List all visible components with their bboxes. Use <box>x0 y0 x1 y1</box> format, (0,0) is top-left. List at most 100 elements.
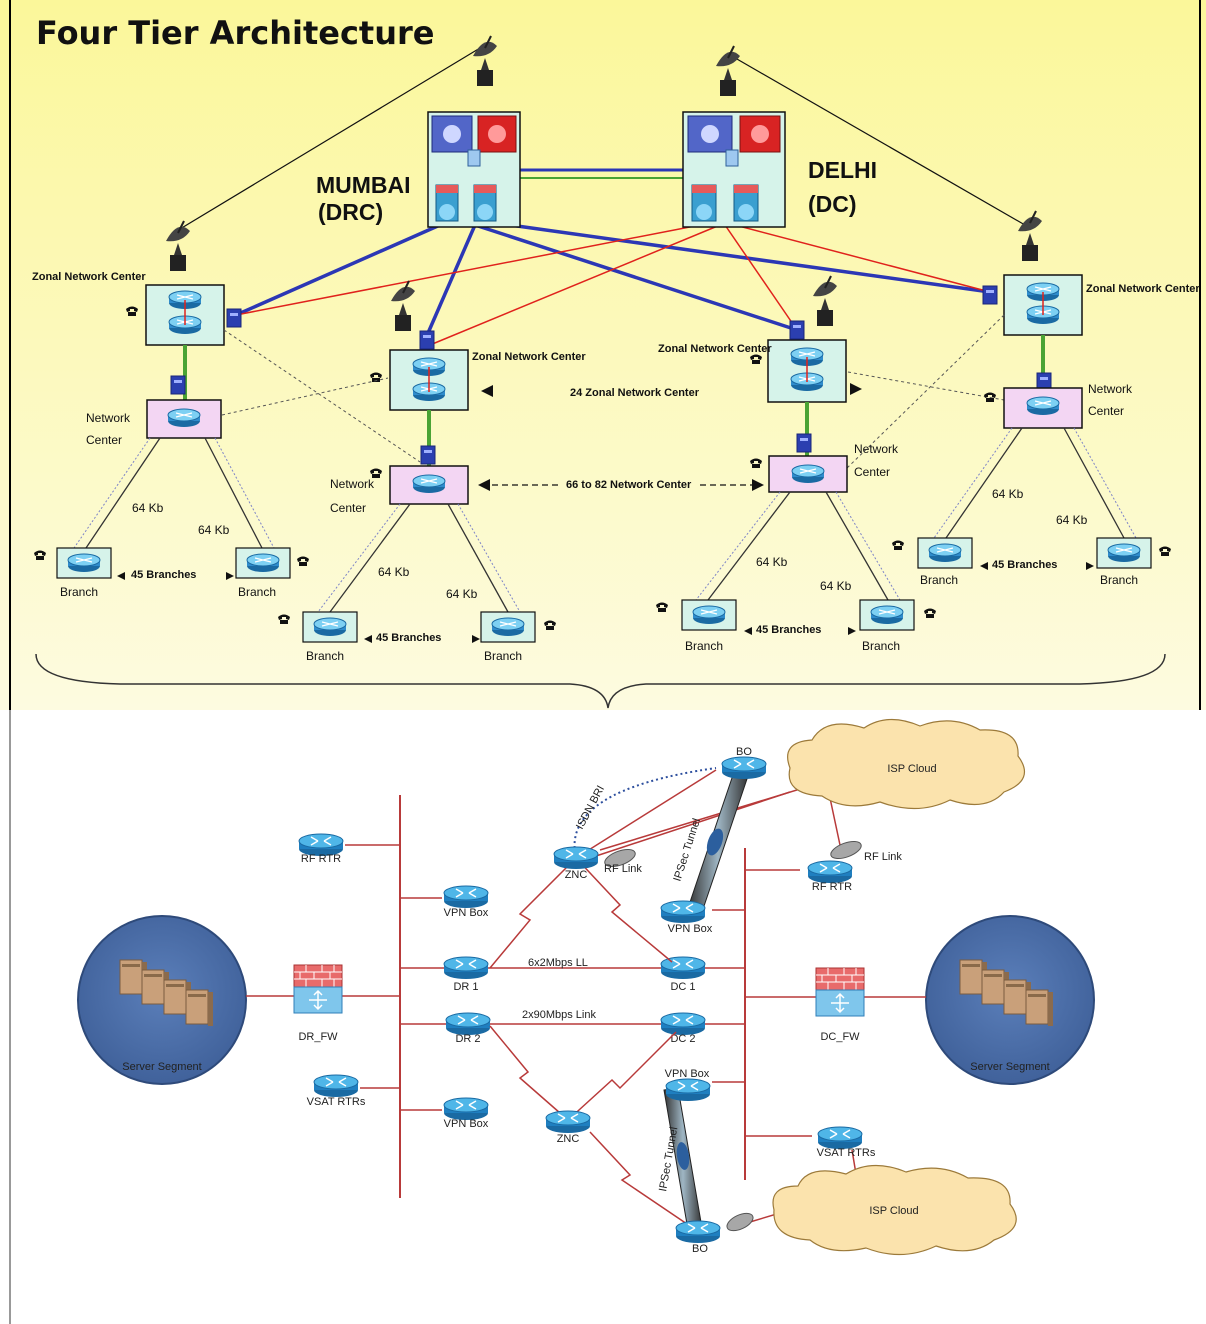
core-blue-links <box>235 223 991 341</box>
network-center-count-label: 66 to 82 Network Center <box>566 479 692 491</box>
server-segment-left: Server Segment <box>77 915 247 1085</box>
link-90-label: 2x90Mbps Link <box>522 1009 596 1021</box>
dr2-router: DR 2 <box>445 1012 491 1045</box>
znc-router-top: ZNC <box>553 846 599 881</box>
svg-text:VSAT RTRs: VSAT RTRs <box>307 1096 366 1108</box>
svg-text:DR 2: DR 2 <box>455 1033 480 1045</box>
bo-router-bottom: BO <box>675 1220 721 1255</box>
delhi-label: DELHI <box>808 157 877 183</box>
mumbai-label: MUMBAI <box>316 172 411 198</box>
svg-text:ZNC: ZNC <box>557 1133 580 1145</box>
dr1-router: DR 1 <box>443 956 489 993</box>
isdn-bri-link <box>573 767 717 859</box>
svg-text:64 Kb: 64 Kb <box>1056 513 1088 527</box>
isp-cloud-bottom: ISP Cloud <box>772 1164 1017 1256</box>
svg-text:Branch: Branch <box>1100 573 1138 587</box>
rf-rtr-right: RF RTR <box>807 860 853 893</box>
dr-firewall: DR_FW <box>293 964 343 1043</box>
network-center-right: Network Center <box>984 372 1133 429</box>
svg-text:DC 1: DC 1 <box>670 981 695 993</box>
svg-text:Branch: Branch <box>484 649 522 663</box>
zonal-center-left: Zonal Network Center <box>32 220 242 346</box>
svg-text:DC_FW: DC_FW <box>820 1031 860 1043</box>
svg-text:RF RTR: RF RTR <box>301 853 341 865</box>
svg-text:Server Segment: Server Segment <box>970 1061 1049 1073</box>
network-center-mid-left: Network Center <box>330 445 469 515</box>
svg-text:Network: Network <box>330 477 375 491</box>
svg-text:BO: BO <box>692 1243 708 1255</box>
svg-text:Branch: Branch <box>920 573 958 587</box>
svg-text:Network: Network <box>854 442 899 456</box>
ll-link-label: 6x2Mbps LL <box>528 957 588 969</box>
rf-link-top-left: RF Link <box>604 848 642 875</box>
mumbai-sublabel: (DRC) <box>318 199 383 225</box>
svg-text:Center: Center <box>1088 404 1124 418</box>
svg-text:ISP Cloud: ISP Cloud <box>869 1205 918 1217</box>
svg-text:RF Link: RF Link <box>604 863 642 875</box>
link-speed-labels: 64 Kb 64 Kb 64 Kb 64 Kb 64 Kb 64 Kb 64 K… <box>132 487 1088 601</box>
zonal-center-mid-left: Zonal Network Center <box>370 280 586 411</box>
svg-text:Zonal Network Center: Zonal Network Center <box>32 271 146 283</box>
mumbai-drc-node <box>427 111 521 228</box>
vpn-box-left-top: VPN Box <box>400 885 489 919</box>
svg-text:ZNC: ZNC <box>565 869 588 881</box>
network-center-mid-right: Network Center <box>750 433 899 493</box>
svg-text:64 Kb: 64 Kb <box>756 555 788 569</box>
ipsec-tunnel-top: IPSec Tunnel <box>671 771 749 913</box>
svg-text:64 Kb: 64 Kb <box>820 579 852 593</box>
svg-text:BO: BO <box>736 746 752 758</box>
dc1-router: DC 1 <box>660 956 706 993</box>
bo-router-top: BO <box>721 746 767 780</box>
svg-text:64 Kb: 64 Kb <box>992 487 1024 501</box>
diagram-title: Four Tier Architecture <box>36 14 434 52</box>
svg-text:Branch: Branch <box>238 585 276 599</box>
svg-text:45 Branches: 45 Branches <box>131 569 196 581</box>
svg-text:DC 2: DC 2 <box>670 1033 695 1045</box>
svg-text:Server Segment: Server Segment <box>122 1061 201 1073</box>
zonal-center-mid-right: Zonal Network Center <box>658 275 862 403</box>
rf-link-top-right: RF Link <box>830 840 902 863</box>
svg-text:VSAT RTRs: VSAT RTRs <box>817 1147 876 1159</box>
svg-text:Center: Center <box>86 433 122 447</box>
vpn-box-right-bottom: VPN Box <box>665 1068 711 1102</box>
svg-text:Branch: Branch <box>306 649 344 663</box>
svg-text:45 Branches: 45 Branches <box>756 624 821 636</box>
branch-group-3: Branch Branch 45 Branches <box>656 599 936 653</box>
svg-text:DR_FW: DR_FW <box>298 1031 338 1043</box>
svg-text:VPN Box: VPN Box <box>665 1068 710 1080</box>
zonal-center-right: Zonal Network Center <box>982 210 1200 336</box>
network-center-left: Network Center <box>86 375 222 447</box>
server-segment-right: Server Segment <box>925 915 1095 1085</box>
svg-text:45 Branches: 45 Branches <box>376 632 441 644</box>
svg-text:RF RTR: RF RTR <box>812 881 852 893</box>
svg-text:Network: Network <box>86 411 131 425</box>
svg-text:Network: Network <box>1088 382 1133 396</box>
svg-text:RF Link: RF Link <box>864 851 902 863</box>
delhi-dc-node <box>682 111 786 228</box>
znc-router-bottom: ZNC <box>545 1110 591 1145</box>
svg-text:VPN Box: VPN Box <box>668 923 713 935</box>
satellite-dish-bottom-icon <box>726 1212 754 1232</box>
svg-text:Zonal Network Center: Zonal Network Center <box>1086 283 1200 295</box>
isp-cloud-top: ISP Cloud <box>787 718 1026 810</box>
dc2-router: DC 2 <box>660 1012 706 1045</box>
top-panel-background <box>0 0 1206 710</box>
svg-text:45 Branches: 45 Branches <box>992 559 1057 571</box>
svg-text:VPN Box: VPN Box <box>444 1118 489 1130</box>
delhi-sublabel: (DC) <box>808 191 857 217</box>
svg-text:Center: Center <box>854 465 890 479</box>
svg-text:64 Kb: 64 Kb <box>378 565 410 579</box>
vpn-box-left-bottom: VPN Box <box>400 1097 489 1130</box>
branch-group-1: Branch Branch 45 Branches <box>34 547 309 599</box>
svg-text:Center: Center <box>330 501 366 515</box>
svg-text:64 Kb: 64 Kb <box>132 501 164 515</box>
isdn-bri-label: ISDN BRI <box>574 784 607 832</box>
rf-rtr-left: RF RTR <box>298 833 400 865</box>
svg-text:Zonal Network Center: Zonal Network Center <box>658 343 772 355</box>
svg-text:64 Kb: 64 Kb <box>198 523 230 537</box>
svg-text:Zonal Network Center: Zonal Network Center <box>472 351 586 363</box>
svg-text:64 Kb: 64 Kb <box>446 587 478 601</box>
vsat-rtrs-right: VSAT RTRs <box>817 1126 876 1159</box>
